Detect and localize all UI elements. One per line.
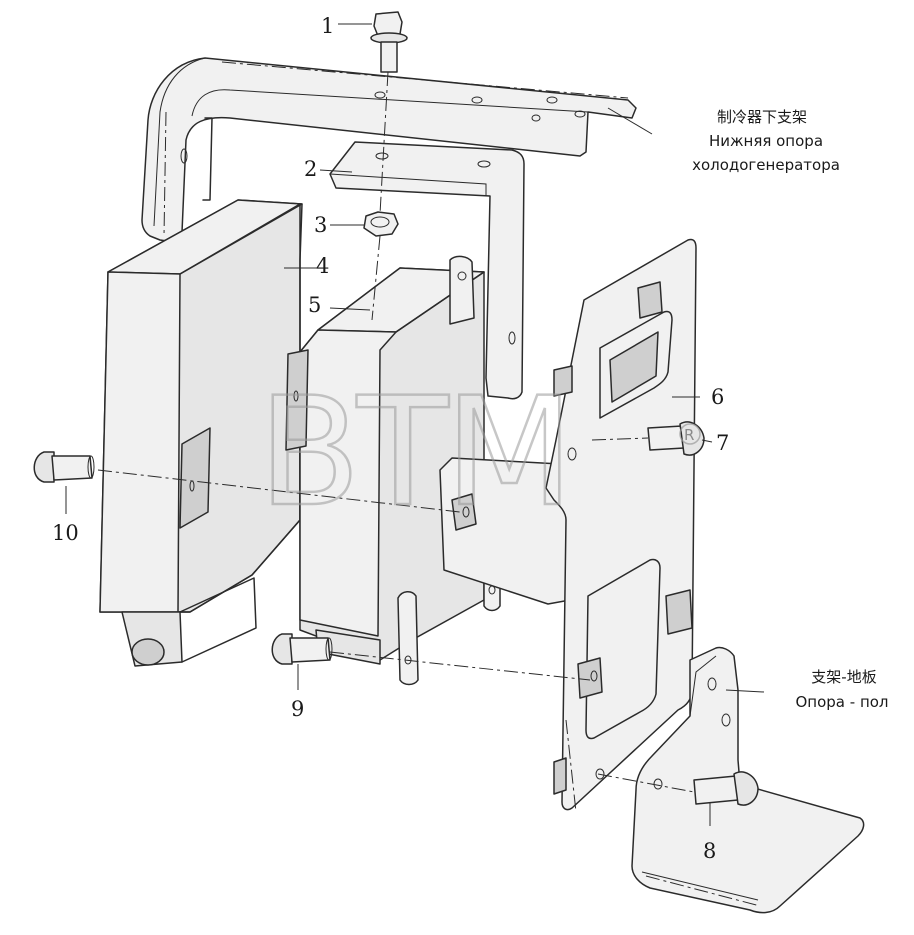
registered-mark-icon bbox=[679, 423, 701, 445]
callout-3: 3 bbox=[314, 213, 327, 237]
floor-support-label-ru: Опора - пол bbox=[795, 693, 888, 711]
part-4-control-box bbox=[99, 199, 303, 667]
upper-support-label-cn: 制冷器下支架 bbox=[717, 108, 807, 126]
part-10-bolt bbox=[33, 451, 95, 483]
part-7-bolt bbox=[647, 421, 705, 456]
part-1-bolt bbox=[370, 11, 408, 73]
callout-2: 2 bbox=[304, 157, 317, 181]
leader-lines bbox=[65, 23, 765, 826]
upper-support-label-ru-2: холодогенератора bbox=[692, 156, 840, 174]
part-6-mounting-plate bbox=[545, 238, 697, 811]
part-3-nut bbox=[363, 211, 399, 237]
upper-support-label-ru-1: Нижняя опора bbox=[709, 132, 823, 150]
captions: 制冷器下支架 Нижняя опора холодогенератора 支架-… bbox=[692, 108, 888, 711]
callout-6: 6 bbox=[711, 385, 724, 409]
registered-mark-letter: R bbox=[684, 426, 694, 444]
watermark-text: BTM bbox=[258, 366, 570, 540]
floor-support-label-cn: 支架-地板 bbox=[811, 668, 876, 686]
floor-support-bracket bbox=[631, 646, 865, 914]
axis-lines bbox=[97, 61, 761, 907]
callout-7: 7 bbox=[716, 431, 729, 455]
callout-numbers: 1 2 3 4 5 6 7 8 9 10 bbox=[52, 14, 729, 863]
callout-10: 10 bbox=[52, 521, 79, 545]
callout-4: 4 bbox=[316, 254, 329, 278]
part-9-bolt bbox=[271, 633, 333, 665]
callout-9: 9 bbox=[291, 697, 304, 721]
part-8-bolt bbox=[693, 771, 759, 806]
callout-1: 1 bbox=[321, 14, 334, 38]
watermark: BTM R bbox=[257, 365, 701, 541]
callout-8: 8 bbox=[703, 839, 716, 863]
inner-mounting-bracket bbox=[439, 457, 571, 605]
callout-5: 5 bbox=[308, 293, 321, 317]
